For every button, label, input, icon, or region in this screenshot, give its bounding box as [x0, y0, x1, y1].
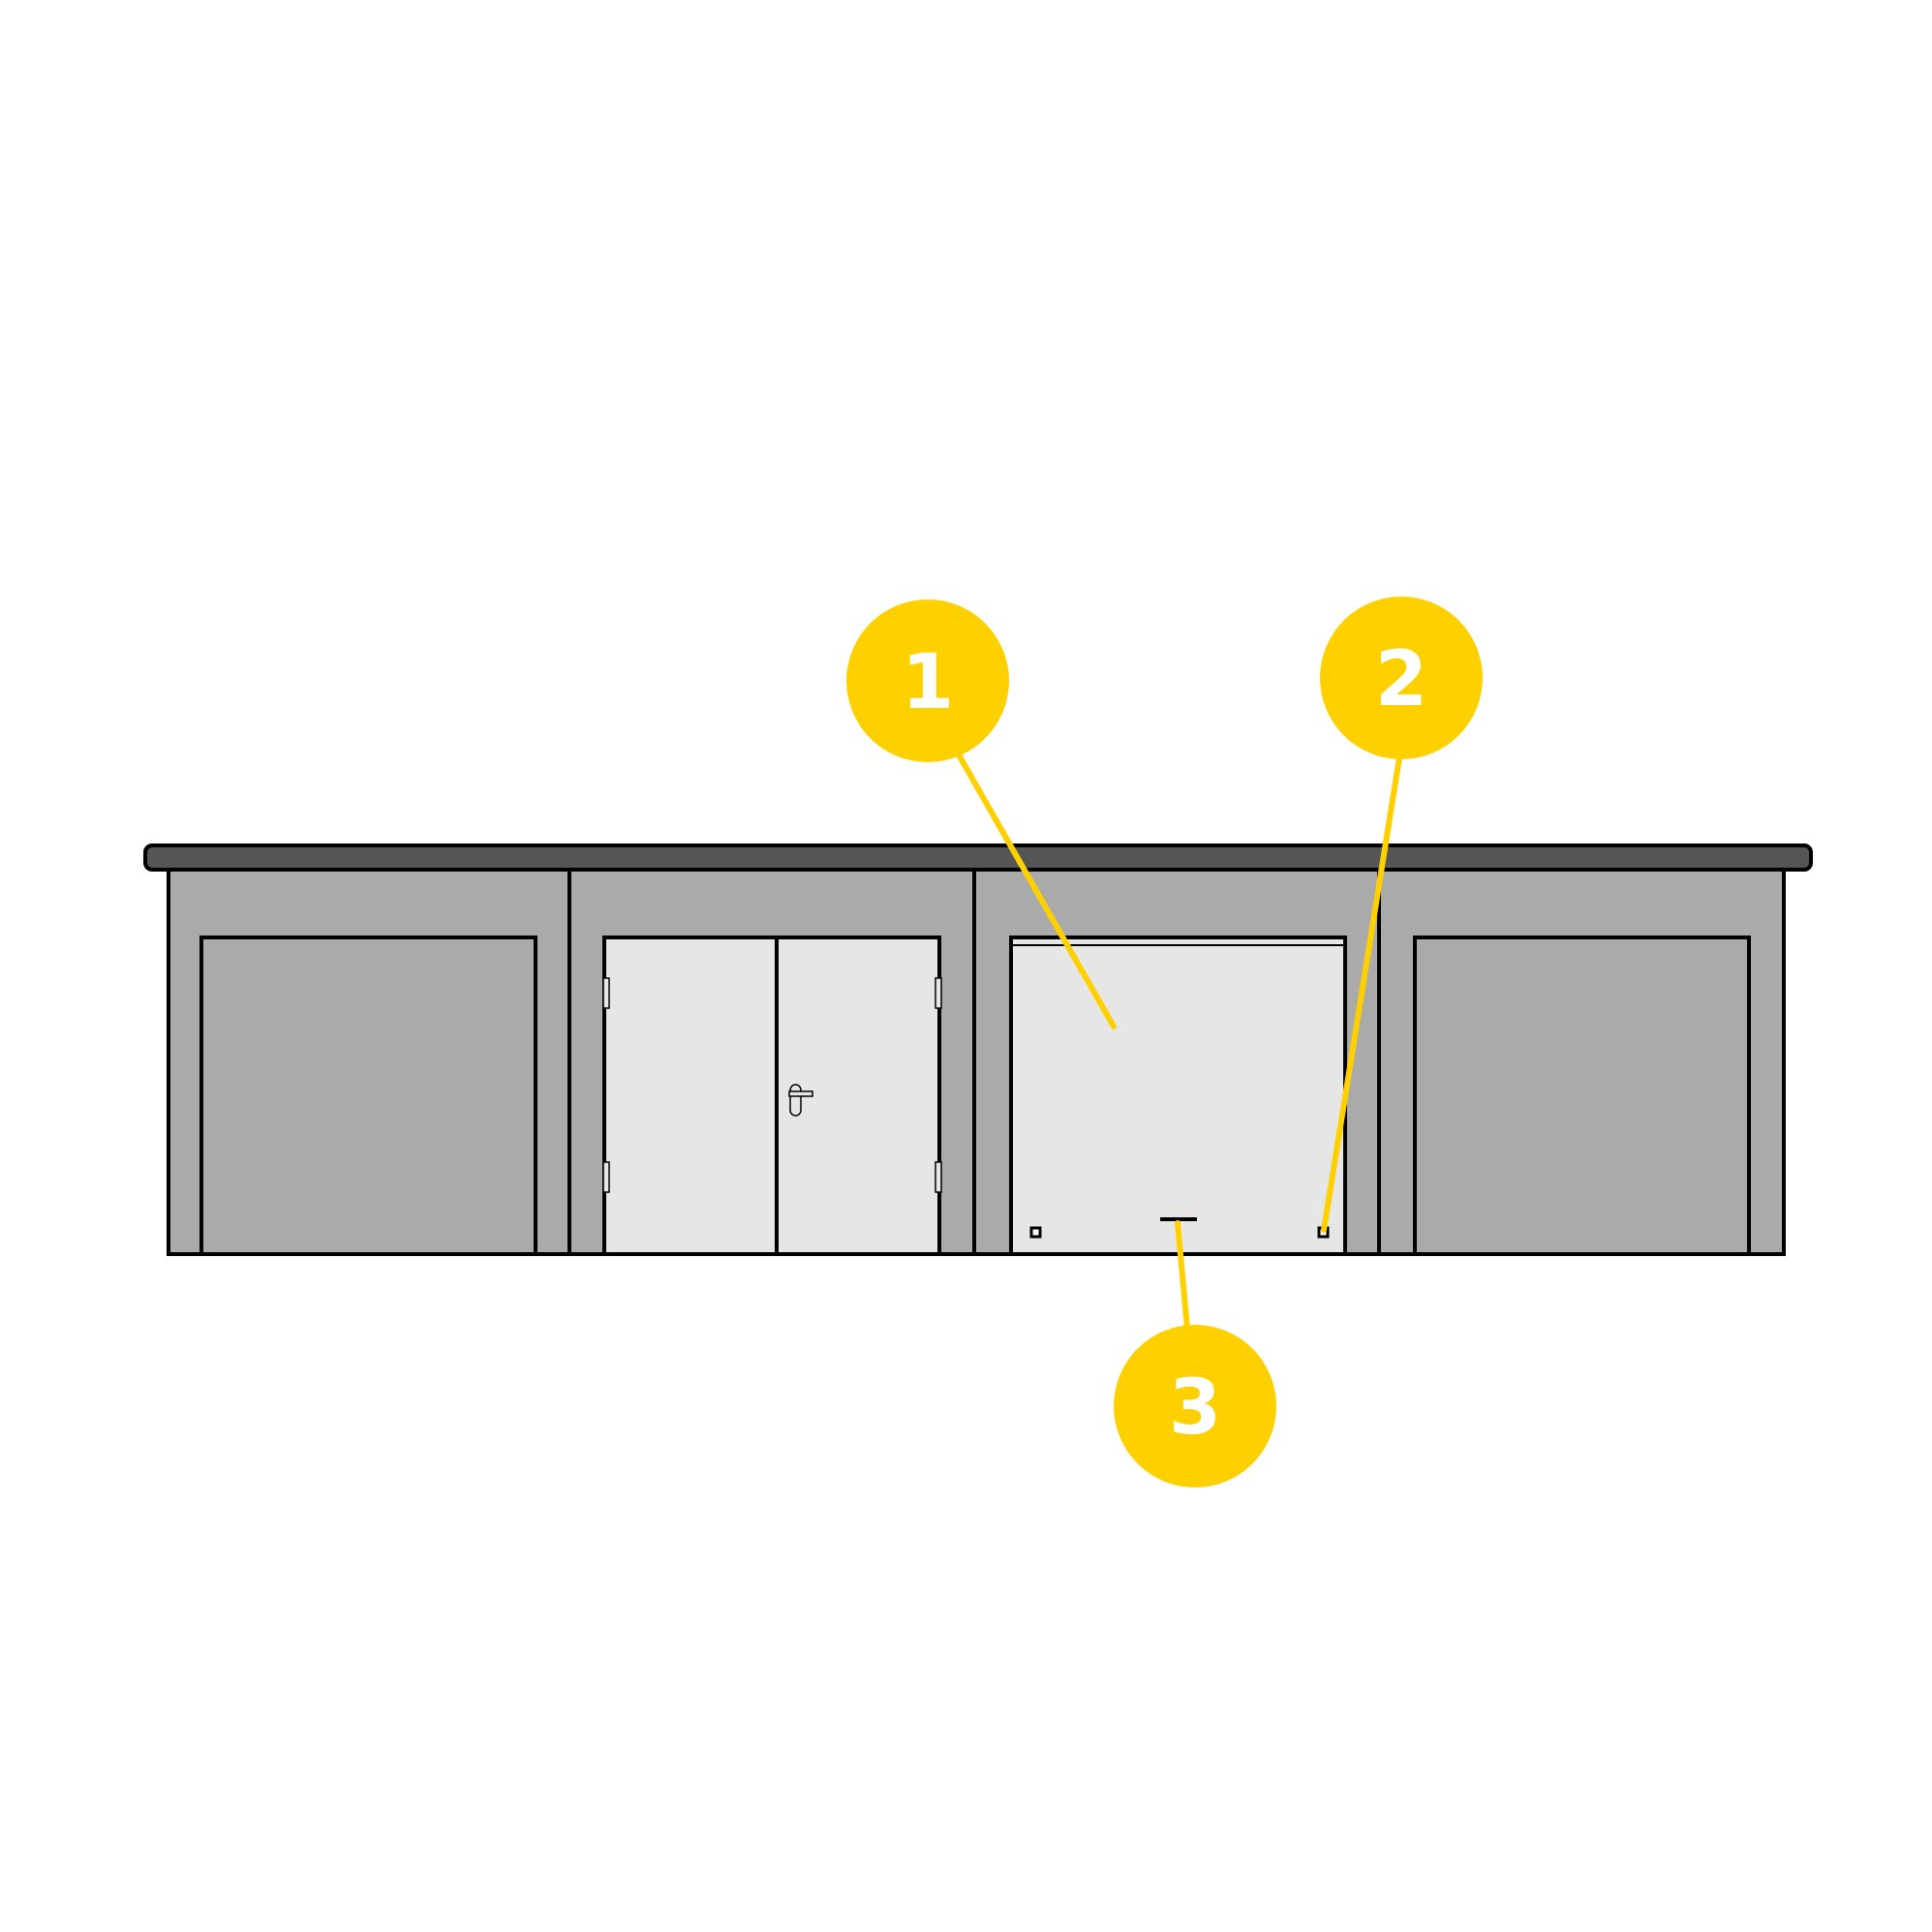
callout-number: 3 — [1169, 1365, 1221, 1452]
callout-2: 2 — [1320, 597, 1483, 759]
callout-number: 1 — [902, 639, 954, 726]
callout-leader-3 — [1175, 1220, 1190, 1332]
callout-leader-2 — [1321, 743, 1404, 1233]
callout-circle — [1320, 597, 1483, 759]
swing-door-left — [602, 935, 779, 1256]
callout-1: 1 — [846, 599, 1009, 762]
door-lock-left — [1029, 1226, 1042, 1239]
hinge — [935, 977, 942, 1009]
callout-number: 2 — [1375, 636, 1427, 723]
garage-door-unit-1 — [199, 935, 537, 1256]
hinge — [602, 977, 610, 1009]
callout-leader-1 — [954, 749, 1117, 1029]
double-swing-door — [602, 935, 942, 1256]
callout-3: 3 — [1114, 1325, 1276, 1487]
roof-slab — [143, 843, 1813, 872]
garage-door-panel — [1009, 935, 1347, 1256]
hinge — [935, 1161, 942, 1193]
hinge — [602, 1161, 610, 1193]
garage-door-up-over — [1009, 935, 1347, 1256]
garage-door-unit-4 — [1413, 935, 1751, 1256]
callout-circle — [1114, 1325, 1276, 1487]
callout-circle — [846, 599, 1009, 762]
door-handle-icon — [788, 1084, 813, 1117]
